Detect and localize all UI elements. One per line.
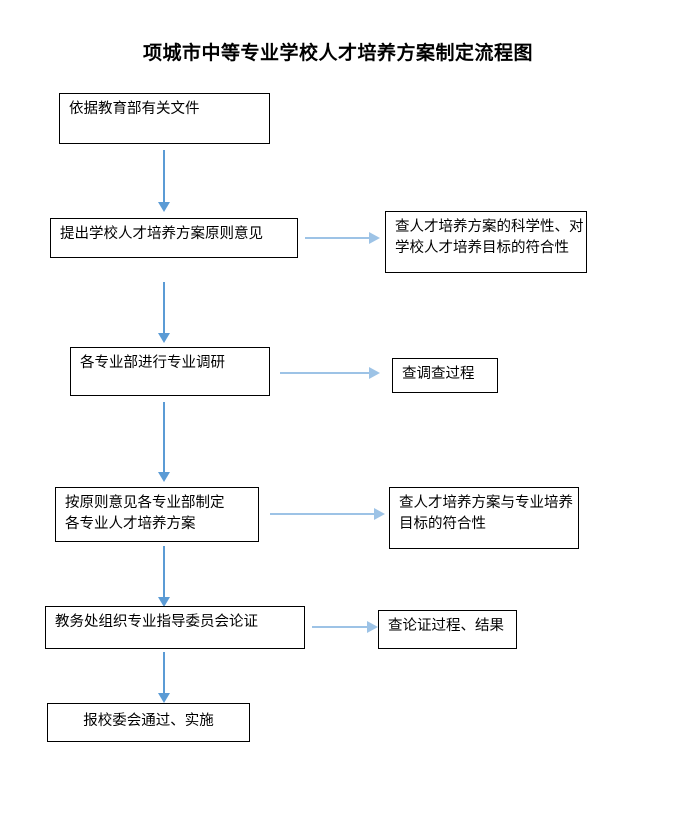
check-node-check-5-line-1: 查论证过程、结果: [388, 618, 504, 634]
flow-node-step-3-line-1: 各专业部进行专业调研: [80, 355, 225, 371]
connector-shaft: [163, 652, 165, 693]
flow-node-step-4: 按原则意见各专业部制定 各专业人才培养方案: [55, 487, 259, 542]
flow-node-step-5: 教务处组织专业指导委员会论证: [45, 606, 305, 649]
connector-shaft: [270, 513, 374, 516]
connector-shaft: [163, 402, 165, 472]
check-node-check-2: 查人才培养方案的科学性、对 学校人才培养目标的符合性: [385, 211, 587, 273]
arrowhead-down-icon: [158, 693, 170, 703]
connector-step-1-to-step-2: [155, 150, 173, 212]
connector-shaft: [305, 237, 369, 240]
connector-step-5-to-step-6: [155, 652, 173, 704]
connector-step-3-to-check-3: [280, 366, 380, 380]
arrowhead-right-icon: [369, 367, 380, 379]
flow-node-step-1: 依据教育部有关文件: [59, 93, 270, 144]
check-node-check-3: 查调查过程: [392, 358, 498, 393]
flow-node-step-2: 提出学校人才培养方案原则意见: [50, 218, 298, 258]
arrowhead-right-icon: [369, 232, 380, 244]
flow-node-step-5-line-1: 教务处组织专业指导委员会论证: [55, 614, 258, 630]
flow-node-step-4-line-2: 各专业人才培养方案: [65, 516, 196, 532]
flow-node-step-1-line-1: 依据教育部有关文件: [69, 101, 200, 117]
check-node-check-4: 查人才培养方案与专业培养 目标的符合性: [389, 487, 579, 549]
flow-node-step-6-line-1: 报校委会通过、实施: [83, 713, 214, 729]
arrowhead-down-icon: [158, 472, 170, 482]
connector-shaft: [280, 372, 369, 375]
check-node-check-5: 查论证过程、结果: [378, 610, 517, 649]
check-node-check-2-line-1: 查人才培养方案的科学性、对: [395, 219, 584, 235]
arrowhead-right-icon: [374, 508, 385, 520]
connector-step-4-to-step-5: [155, 546, 173, 608]
arrowhead-down-icon: [158, 202, 170, 212]
check-node-check-3-line-1: 查调查过程: [402, 366, 475, 382]
connector-step-2-to-step-3: [155, 282, 173, 344]
flow-node-step-6: 报校委会通过、实施: [47, 703, 250, 742]
arrowhead-down-icon: [158, 333, 170, 343]
connector-step-2-to-check-2: [305, 231, 380, 245]
page-title: 项城市中等专业学校人才培养方案制定流程图: [142, 43, 533, 64]
connector-shaft: [163, 150, 165, 202]
flow-node-step-3: 各专业部进行专业调研: [70, 347, 270, 396]
check-node-check-2-line-2: 学校人才培养目标的符合性: [395, 240, 569, 256]
connector-step-5-to-check-5: [312, 620, 378, 634]
arrowhead-right-icon: [367, 621, 378, 633]
check-node-check-4-line-2: 目标的符合性: [399, 516, 486, 532]
connector-shaft: [163, 546, 165, 597]
arrowhead-down-icon: [158, 597, 170, 607]
check-node-check-4-line-1: 查人才培养方案与专业培养: [399, 495, 573, 511]
connector-step-4-to-check-4: [270, 507, 385, 521]
flow-node-step-2-line-1: 提出学校人才培养方案原则意见: [60, 226, 263, 242]
connector-shaft: [312, 626, 367, 629]
connector-shaft: [163, 282, 165, 333]
connector-step-3-to-step-4: [155, 402, 173, 482]
flow-node-step-4-line-1: 按原则意见各专业部制定: [65, 495, 225, 511]
